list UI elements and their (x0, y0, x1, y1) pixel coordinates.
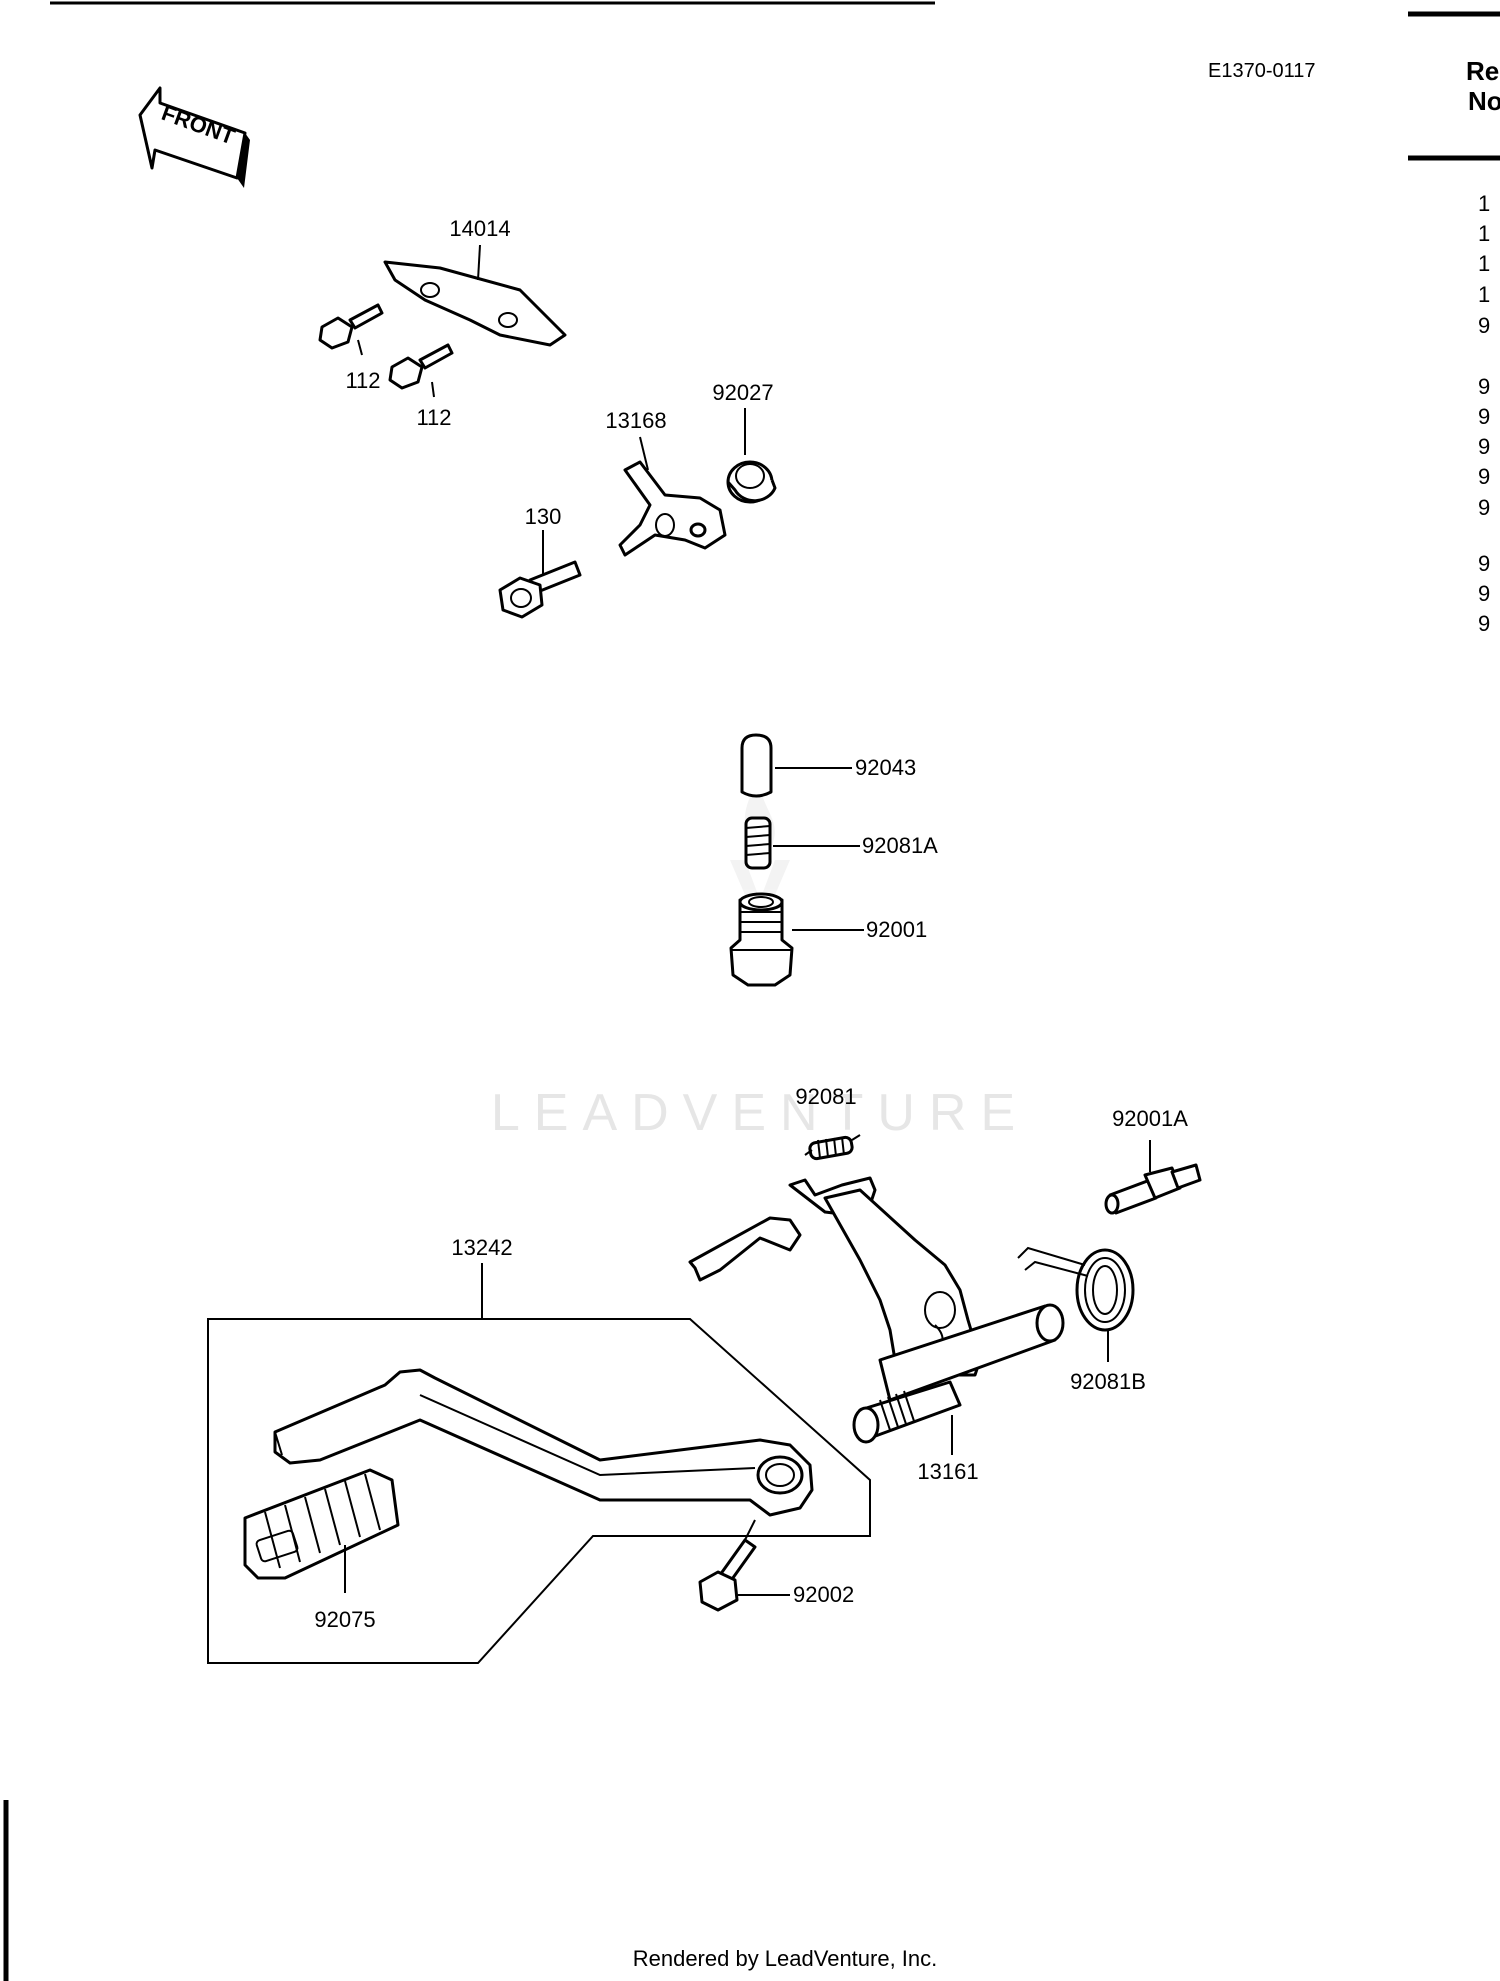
stud-92001A (1104, 1140, 1202, 1215)
front-arrow: FRONT (138, 86, 250, 188)
diagram-code: E1370-0117 (1208, 60, 1316, 82)
label-14014: 14014 (449, 216, 510, 241)
label-112-b: 112 (416, 405, 451, 430)
pin-92043 (740, 733, 852, 798)
rubber-92075 (243, 1468, 400, 1593)
ref-number: 9 (1478, 464, 1490, 489)
ref-number: 1 (1478, 251, 1490, 276)
pedal-13242 (273, 1368, 814, 1517)
ref-number-list: 1 1 1 1 9 9 9 9 9 9 9 9 9 (1478, 191, 1490, 636)
label-92001A: 92001A (1112, 1106, 1188, 1131)
ref-number: 9 (1478, 374, 1490, 399)
label-130: 130 (525, 504, 562, 529)
bolt-112-b (388, 343, 454, 398)
ref-number: 1 (1478, 221, 1490, 246)
collar-92027 (726, 408, 777, 504)
ref-number: 9 (1478, 611, 1490, 636)
label-92075: 92075 (314, 1607, 375, 1632)
plate-14014 (383, 244, 567, 347)
ref-number: 9 (1478, 313, 1490, 338)
shaft-13161 (688, 1176, 1065, 1455)
label-13161: 13161 (917, 1459, 978, 1484)
ref-number: 9 (1478, 404, 1490, 429)
ref-number: 9 (1478, 581, 1490, 606)
bolt-92002 (698, 1519, 790, 1612)
ref-number: 1 (1478, 282, 1490, 307)
label-92081B: 92081B (1070, 1369, 1146, 1394)
label-13242: 13242 (451, 1235, 512, 1260)
column-header-line1: Re (1466, 56, 1499, 86)
label-92027: 92027 (712, 380, 773, 405)
spring-92081 (804, 1134, 861, 1161)
column-header-line2: No (1468, 86, 1500, 116)
bolt-112-a (318, 303, 384, 356)
spring-92081A (744, 816, 860, 870)
label-92081: 92081 (795, 1084, 856, 1109)
stopper-13168 (618, 436, 727, 557)
label-92043: 92043 (855, 755, 916, 780)
bolt-130 (498, 530, 582, 619)
ref-number: 9 (1478, 551, 1490, 576)
label-112-a: 112 (345, 368, 380, 393)
pedal-assembly-outline (207, 1263, 871, 1664)
ref-number: 9 (1478, 495, 1490, 520)
footer-credit: Rendered by LeadVenture, Inc. (633, 1946, 938, 1971)
label-92001: 92001 (866, 917, 927, 942)
watermark-text: LEADVENTURE (491, 1084, 1029, 1142)
label-92081A: 92081A (862, 833, 938, 858)
ref-number: 9 (1478, 434, 1490, 459)
label-13168: 13168 (605, 408, 666, 433)
plug-92001 (729, 892, 864, 987)
spring-92081B (1017, 1246, 1135, 1362)
label-92002: 92002 (793, 1582, 854, 1607)
ref-number: 1 (1478, 191, 1490, 216)
